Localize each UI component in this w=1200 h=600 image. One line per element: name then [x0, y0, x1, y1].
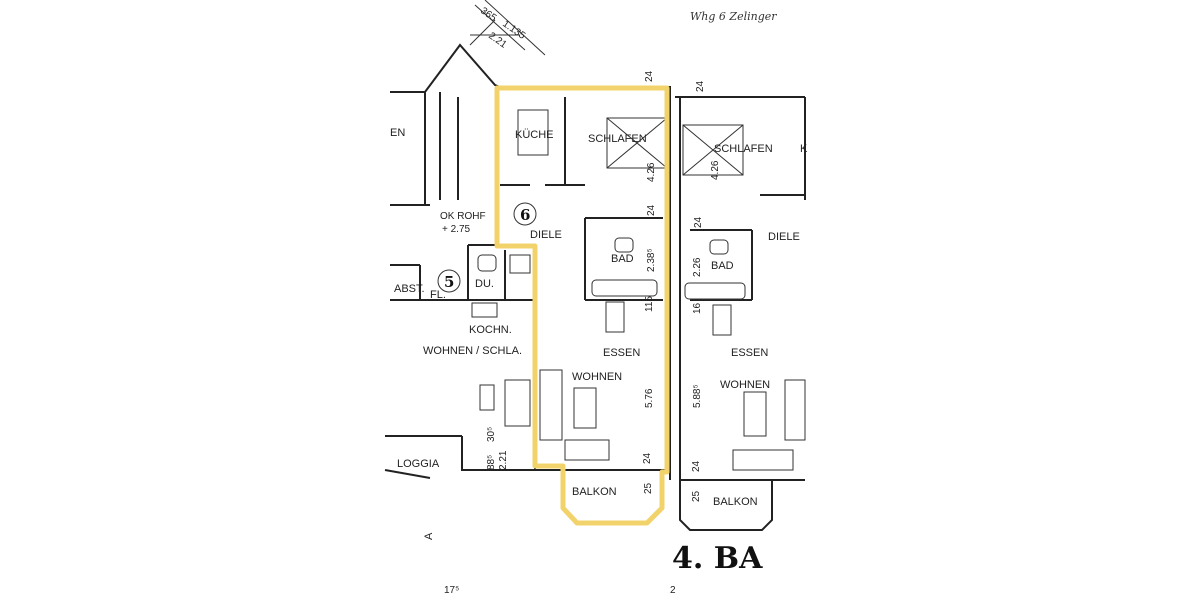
stamp: 4. BA	[672, 541, 763, 576]
dimension-lines	[469, 0, 546, 56]
dim-221: 2.21	[498, 450, 509, 470]
unit-5-number: 5	[444, 273, 454, 291]
dim-24-c: 24	[646, 204, 657, 216]
room-essen: ESSEN	[603, 347, 640, 359]
dim-wohnen-height: 5.76	[644, 388, 655, 408]
dim-24-e: 24	[642, 452, 653, 464]
room-right-partial: K	[800, 143, 808, 155]
dim-221-top: 2.21	[486, 30, 509, 50]
room-balkon-right: BALKON	[713, 496, 758, 508]
room-du: DU.	[475, 278, 494, 290]
dim-bad-height: 2.38⁵	[646, 248, 657, 272]
dim-30: 30⁵	[486, 427, 497, 442]
room-wohnen: WOHNEN	[572, 371, 622, 383]
room-kueche: KÜCHE	[515, 129, 554, 141]
dim-schlafen-height: 4.26	[646, 162, 657, 182]
balkon-right-outline	[679, 480, 773, 531]
room-kochn: KOCHN.	[469, 324, 512, 336]
room-bad: BAD	[611, 253, 634, 265]
room-left-partial: EN	[390, 127, 405, 139]
dim-24-d: 24	[693, 216, 704, 228]
room-balkon: BALKON	[572, 486, 617, 498]
room-wohnen-right: WOHNEN	[720, 379, 770, 391]
room-bad-right: BAD	[711, 260, 734, 272]
dim-balkon-right-25: 25	[691, 490, 702, 502]
walls	[384, 43, 806, 481]
dim-balkon-25: 25	[643, 482, 654, 494]
room-fl: FL.	[430, 289, 446, 301]
dim-wohnen-right-height: 5.88⁵	[692, 384, 703, 408]
dim-24-a: 24	[644, 70, 655, 82]
room-loggia: LOGGIA	[397, 458, 440, 470]
dim-365: 365	[478, 5, 498, 24]
ok-rohf-value: + 2.75	[442, 224, 471, 235]
room-diele-right: DIELE	[768, 231, 800, 243]
unit-6-marker	[513, 202, 537, 226]
dim-bottom-175: 17⁵	[444, 585, 459, 596]
dim-115: 115	[644, 296, 655, 312]
room-schlafen-right: SCHLAFEN	[714, 143, 773, 155]
room-essen-right: ESSEN	[731, 347, 768, 359]
ok-rohf-label: OK ROHF	[440, 211, 486, 222]
dim-bad-right-height: 2.26	[692, 257, 703, 277]
dim-schlafen-right-height: 4.26	[710, 160, 721, 180]
dim-88: 88⁵	[486, 455, 497, 470]
room-diele: DIELE	[530, 229, 562, 241]
section-marker: A	[423, 532, 435, 540]
dim-bottom-2: 2	[670, 585, 676, 596]
unit-6-highlight	[494, 85, 670, 526]
handwritten-note: Whg 6 Zelinger	[690, 10, 777, 23]
room-abst: ABST.	[394, 283, 425, 295]
furniture	[471, 109, 806, 471]
unit-6-number: 6	[520, 206, 530, 224]
room-wohnen-schla: WOHNEN / SCHLA.	[423, 345, 522, 357]
dim-24-f: 24	[691, 460, 702, 472]
dim-24-b: 24	[695, 80, 706, 92]
room-schlafen: SCHLAFEN	[588, 133, 647, 145]
dim-16: 16	[692, 302, 703, 314]
unit-5-marker	[437, 269, 461, 293]
